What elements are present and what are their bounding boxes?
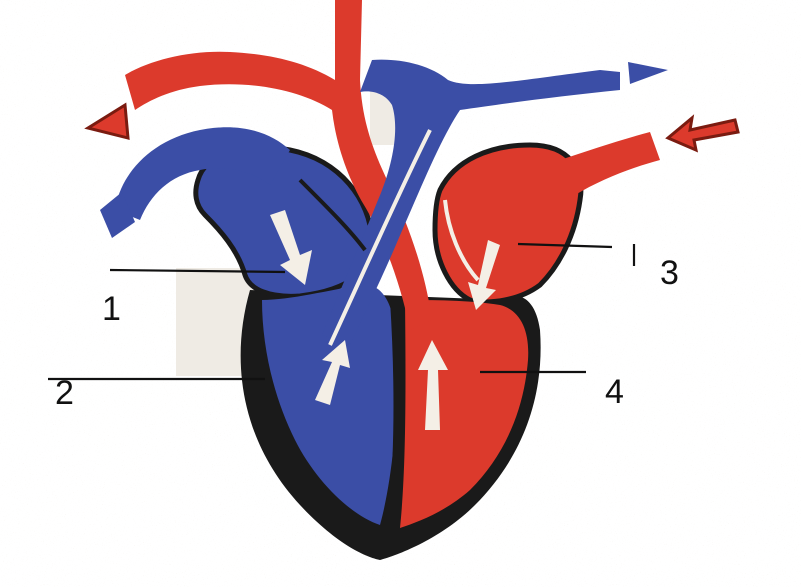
label-3: 3 [660, 254, 679, 292]
label-4: 4 [605, 373, 624, 411]
label-2: 2 [55, 374, 74, 412]
label-1: 1 [102, 290, 121, 328]
